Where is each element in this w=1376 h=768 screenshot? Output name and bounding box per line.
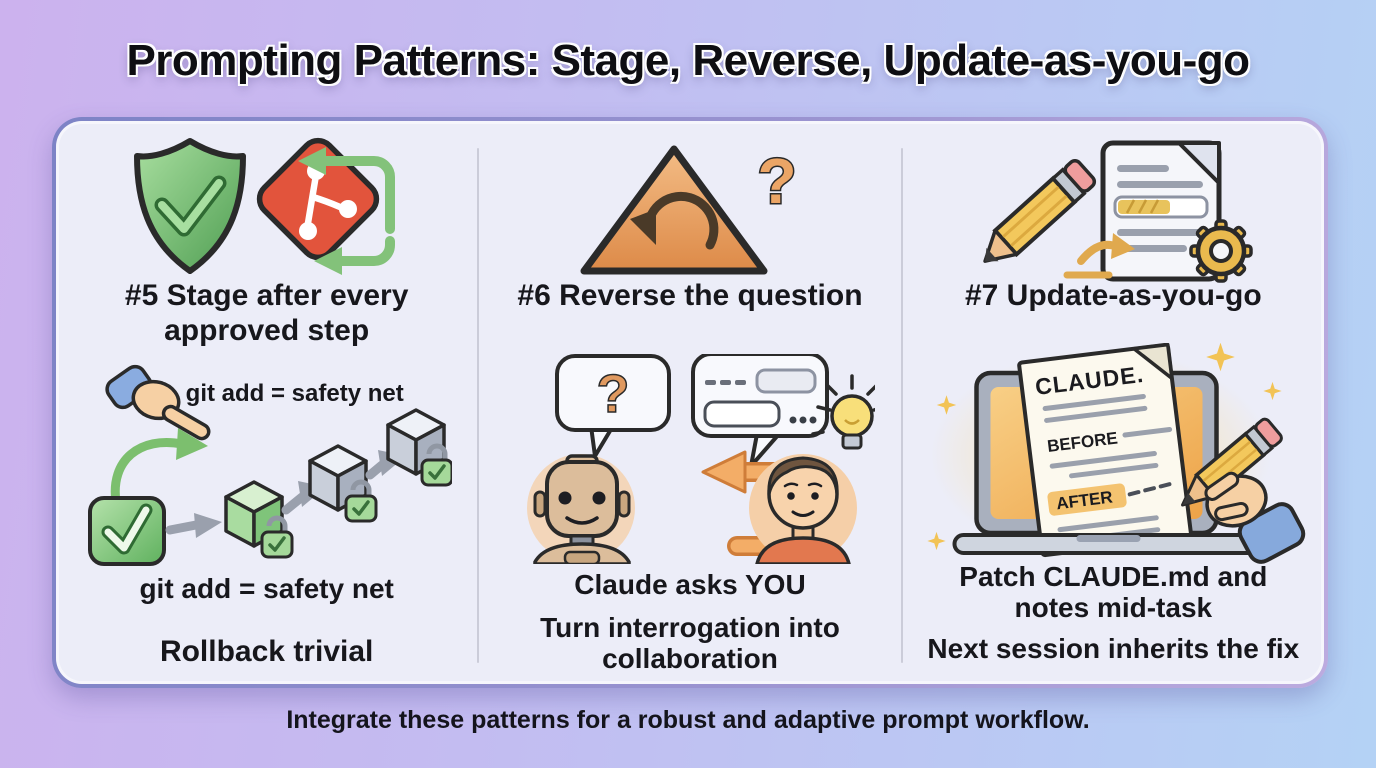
question-speech-bubble: ? xyxy=(554,354,671,458)
update-icon-group xyxy=(903,137,1324,287)
warning-uturn-question-icon: ? xyxy=(580,144,798,275)
update-caption-primary: Patch CLAUDE.md and notes mid-task xyxy=(959,561,1268,624)
warning-triangle-uturn-icon xyxy=(580,145,768,275)
page-title: Prompting Patterns: Stage, Reverse, Upda… xyxy=(126,36,1250,85)
svg-text:?: ? xyxy=(596,364,629,424)
laptop-base xyxy=(952,533,1265,555)
claude-md-art: CLAUDE. BEFORE AFTER xyxy=(927,342,1306,564)
sparkle-icon xyxy=(1263,381,1282,401)
gear-icon xyxy=(1189,219,1254,283)
reverse-caption-primary: Claude asks YOU xyxy=(574,569,806,600)
update-illustration: CLAUDE. BEFORE AFTER xyxy=(921,342,1306,570)
git-logo-icon xyxy=(256,137,379,261)
pencil-document-gear-icon xyxy=(983,140,1254,283)
panel-inner: #5 Stage after every approved step xyxy=(56,121,1324,684)
approved-check-square xyxy=(87,496,166,566)
robot-avatar xyxy=(526,454,635,566)
claude-md-document: CLAUDE. BEFORE AFTER xyxy=(1017,342,1194,558)
curved-arrow-icon xyxy=(110,428,208,507)
patterns-panel: #5 Stage after every approved step xyxy=(52,117,1328,688)
arrow-to-commit-1 xyxy=(165,513,222,538)
sparkle-icon xyxy=(927,531,946,551)
claude-asks-art: ? xyxy=(526,352,886,566)
column-divider xyxy=(477,148,480,663)
column-update: #7 Update-as-you-go CLAUDE. xyxy=(903,121,1324,684)
column-reverse: ? #6 Reverse the question ? xyxy=(479,121,900,684)
writing-pencil-icon xyxy=(1181,417,1284,507)
stage-caption-secondary: Rollback trivial xyxy=(159,635,374,668)
pointing-hand-icon xyxy=(105,364,211,441)
update-caption-secondary: Next session inherits the fix xyxy=(927,633,1300,664)
sparkle-icon xyxy=(1206,342,1236,372)
user-avatar xyxy=(748,454,857,566)
shield-check-git-icon xyxy=(133,137,395,275)
update-heading: #7 Update-as-you-go xyxy=(964,279,1262,312)
reverse-heading: #6 Reverse the question xyxy=(517,279,863,312)
shield-check-icon xyxy=(133,138,246,274)
pencil-icon xyxy=(983,159,1097,263)
document-icon xyxy=(1100,140,1222,282)
question-mark-icon: ? xyxy=(757,145,796,217)
stage-heading: #5 Stage after every approved step xyxy=(124,279,409,347)
small-arrow-icon xyxy=(1063,233,1136,279)
sync-arrows-icon xyxy=(297,147,395,275)
column-divider xyxy=(900,148,903,663)
footer-text: Integrate these patterns for a robust an… xyxy=(286,706,1090,734)
reverse-illustration: ? xyxy=(505,352,886,569)
stage-callout: git add = safety net xyxy=(185,380,404,407)
column-stage: #5 Stage after every approved step xyxy=(56,121,477,684)
reverse-caption-secondary: Turn interrogation into collaboration xyxy=(540,612,840,675)
stage-caption-primary: git add = safety net xyxy=(139,573,394,604)
reverse-icon-group: ? xyxy=(479,139,900,279)
stage-illustration: git add = safety net xyxy=(82,364,452,574)
writing-hand-icon xyxy=(1204,471,1306,564)
git-staging-chain-art xyxy=(87,364,452,566)
form-speech-bubble xyxy=(690,352,829,468)
stage-icon-group xyxy=(56,135,477,275)
